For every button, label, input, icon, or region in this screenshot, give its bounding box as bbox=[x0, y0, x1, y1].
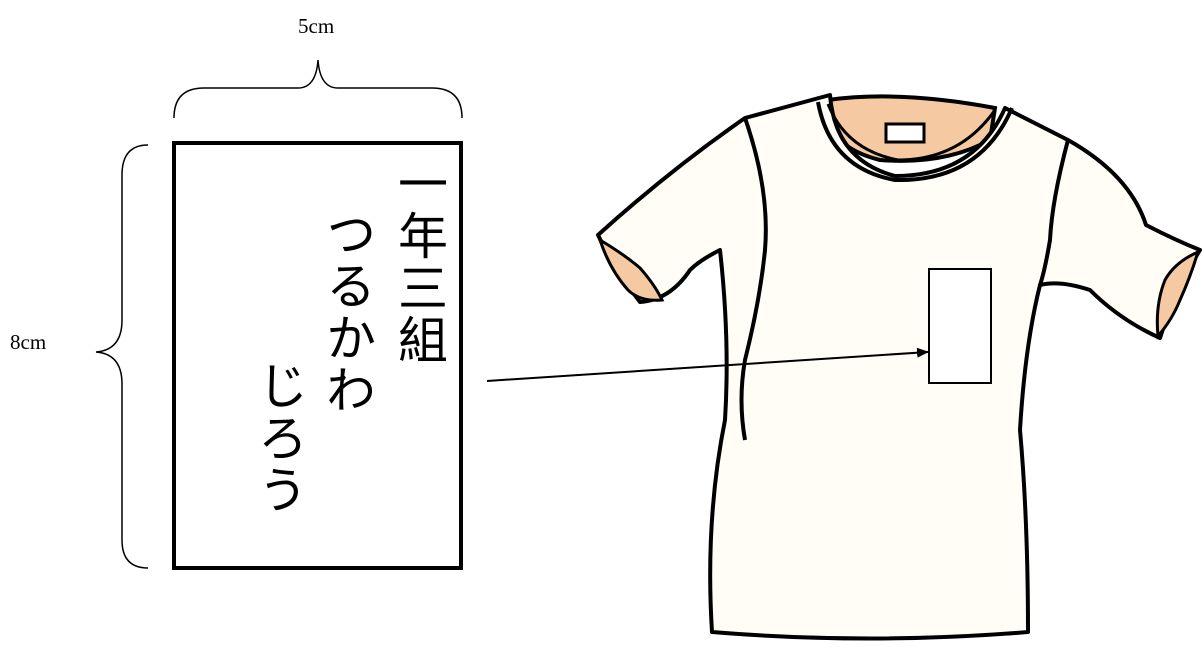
shirt-body bbox=[596, 93, 1202, 641]
given-name-text: じろう bbox=[250, 360, 308, 516]
left-sleeve-inside bbox=[597, 236, 665, 302]
family-name-text: つるかわ bbox=[318, 208, 376, 416]
width-brace bbox=[173, 59, 463, 119]
placement-arrow bbox=[486, 347, 929, 382]
width-label: 5cm bbox=[298, 14, 335, 38]
right-sleeve-seam bbox=[1038, 139, 1070, 286]
left-sleeve-seam bbox=[739, 117, 768, 441]
class-name-text: 一年三組 bbox=[390, 158, 448, 366]
right-sleeve-inside bbox=[1155, 249, 1201, 340]
shirt-collar-inner bbox=[826, 103, 997, 162]
shirt-collar bbox=[816, 101, 1014, 183]
collar-tag bbox=[884, 122, 926, 144]
tag-placement-box bbox=[928, 268, 992, 384]
height-label: 8cm bbox=[10, 330, 47, 354]
name-tag-box bbox=[172, 141, 463, 570]
height-brace bbox=[95, 144, 149, 569]
